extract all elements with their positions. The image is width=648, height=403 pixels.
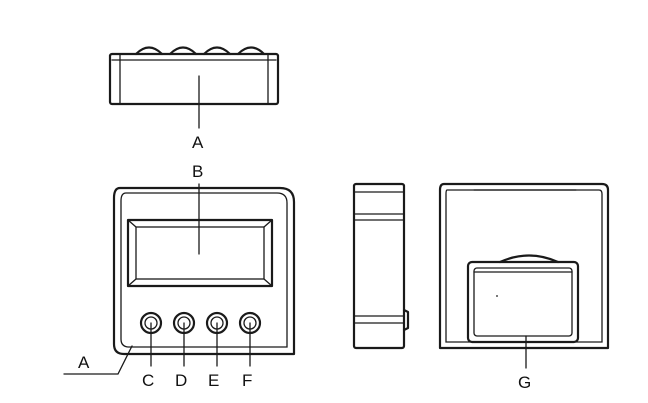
back-view-outer-body [438,182,610,350]
display-screen [135,226,265,280]
display-bevel-tr [263,219,273,228]
label-a-top: A [192,133,204,152]
display-bevel-br [263,278,273,287]
label-e: E [208,371,219,390]
battery-cover-inner [473,267,573,337]
label-g: G [518,373,531,392]
back-view [438,182,610,369]
side-view-body [352,182,406,350]
label-f: F [242,371,252,390]
top-button-knob-4 [236,46,266,56]
display-bevel-bl [127,278,137,287]
top-view-body [108,52,280,106]
battery-cover-dot [496,295,498,297]
label-b: B [192,162,203,181]
label-a-side: A [78,353,90,372]
top-button-knob-2 [168,46,198,56]
battery-cover [466,260,580,344]
side-view [352,182,410,350]
display-bevel-tl [127,219,137,228]
front-view-inner-bezel [120,192,288,348]
top-button-knob-3 [202,46,232,56]
front-view [63,183,296,375]
label-d: D [175,371,187,390]
battery-cover-tab [498,254,560,264]
front-view-outer-body [112,186,296,356]
side-view-button-nub [402,308,410,332]
label-c: C [142,371,154,390]
top-view [108,46,280,129]
top-button-knob-1 [134,46,164,56]
leader-line-a-side [63,345,133,375]
back-view-inner-frame [445,189,603,343]
display-frame-outer [126,218,274,288]
